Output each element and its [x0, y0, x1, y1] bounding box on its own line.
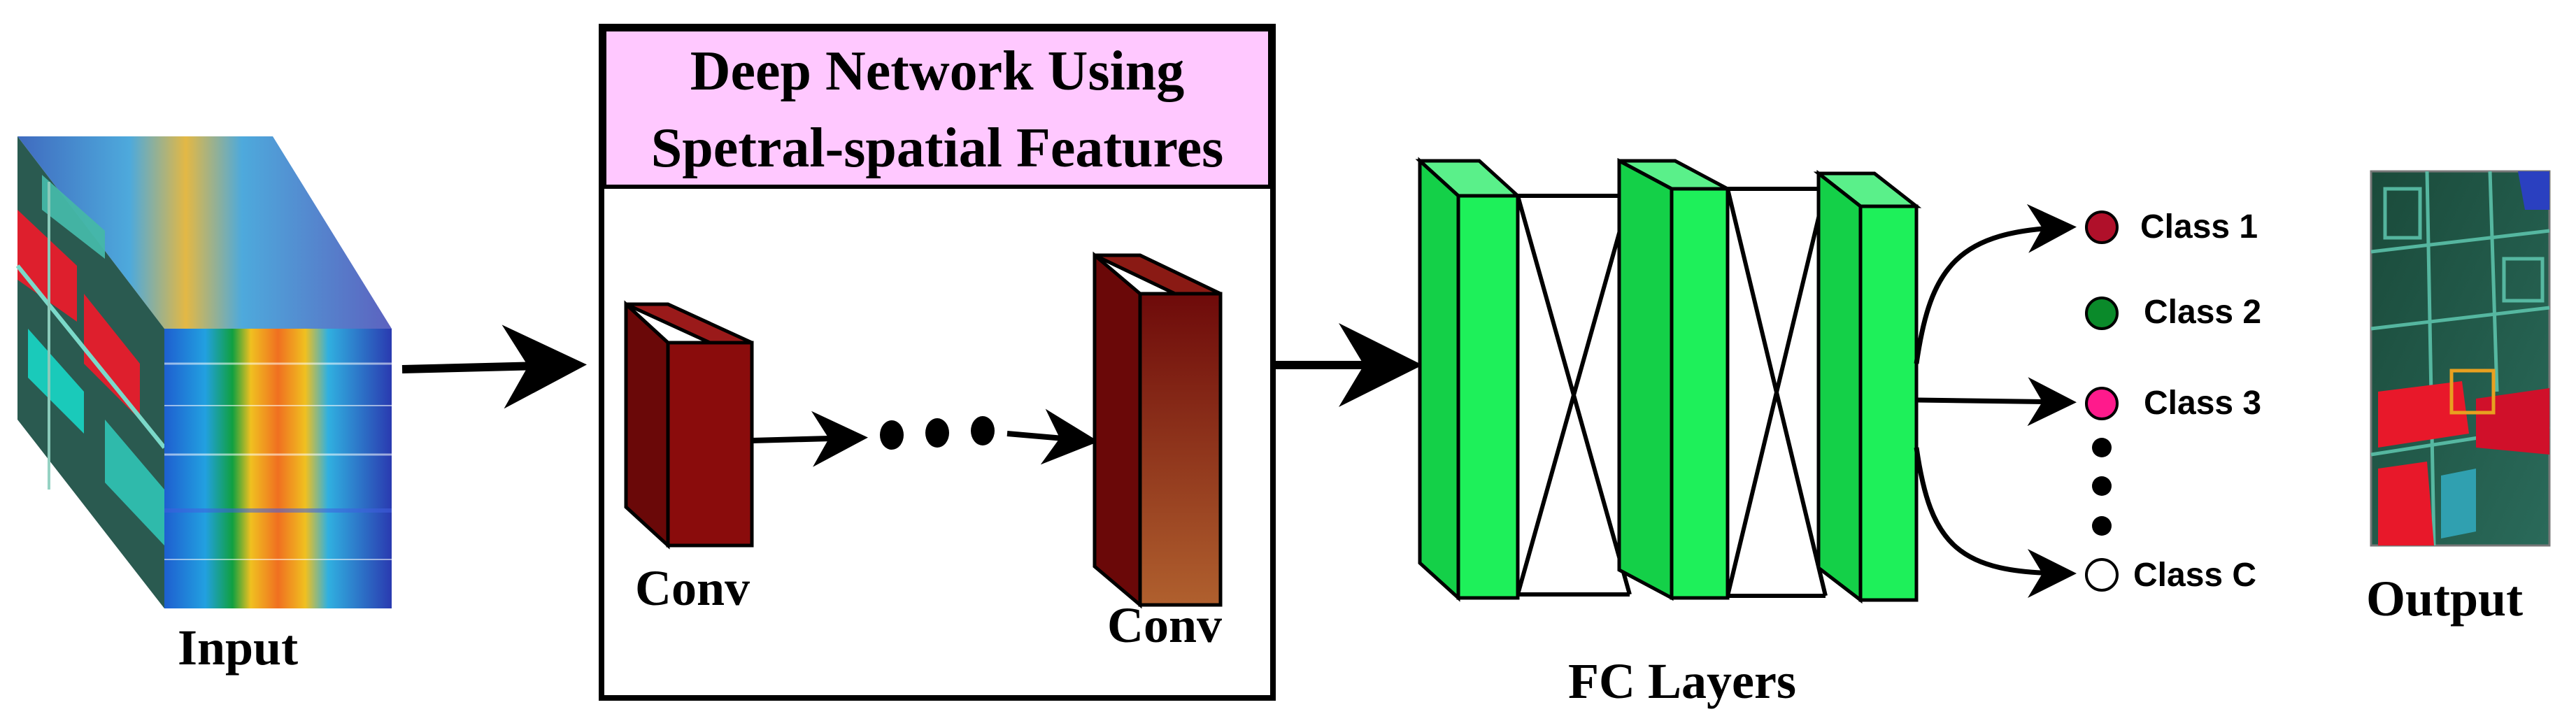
class-3-dot — [2085, 387, 2119, 420]
conv-block-1 — [624, 300, 754, 550]
class-1-label: Class 1 — [2140, 208, 2258, 245]
deep-network-box: Deep Network Using Spetral-spatial Featu… — [599, 24, 1276, 701]
class-2-dot — [2085, 297, 2119, 330]
fc-layers-label: FC Layers — [1568, 653, 1796, 709]
fc-layer-3 — [1813, 169, 1922, 604]
class-3-label: Class 3 — [2144, 385, 2261, 422]
conv-label-2: Conv — [1107, 597, 1222, 653]
input-label: Input — [178, 620, 298, 676]
fc-layer-1 — [1415, 157, 1523, 602]
class-list: Class 1 Class 2 Class 3 Class C — [2085, 208, 2261, 594]
output-highlight-box — [2449, 369, 2496, 415]
ellipsis-dots — [880, 416, 995, 450]
class-1-dot — [2085, 210, 2119, 244]
fc-layer-2 — [1617, 157, 1730, 601]
class-ellipsis-dots — [2092, 438, 2112, 536]
output-classification-map — [2370, 170, 2551, 547]
class-c-dot — [2085, 558, 2119, 592]
conv-block-2 — [1093, 251, 1223, 609]
class-2-label: Class 2 — [2144, 294, 2261, 331]
output-label: Output — [2366, 571, 2523, 627]
input-hyperspectral-cube — [15, 136, 392, 608]
arrow-input-to-network — [401, 324, 587, 409]
network-title-line-1: Deep Network Using — [690, 41, 1185, 102]
class-c-label: Class C — [2133, 557, 2256, 594]
arrow-conv1-to-dots — [751, 411, 868, 467]
fc-layers — [1415, 157, 1922, 604]
arrow-dots-to-conv2 — [1006, 408, 1099, 465]
network-title-panel — [602, 27, 1272, 189]
network-title-line-2: Spetral-spatial Features — [651, 117, 1223, 179]
conv-label-1: Conv — [635, 560, 750, 616]
class-arrows — [1914, 204, 2077, 598]
